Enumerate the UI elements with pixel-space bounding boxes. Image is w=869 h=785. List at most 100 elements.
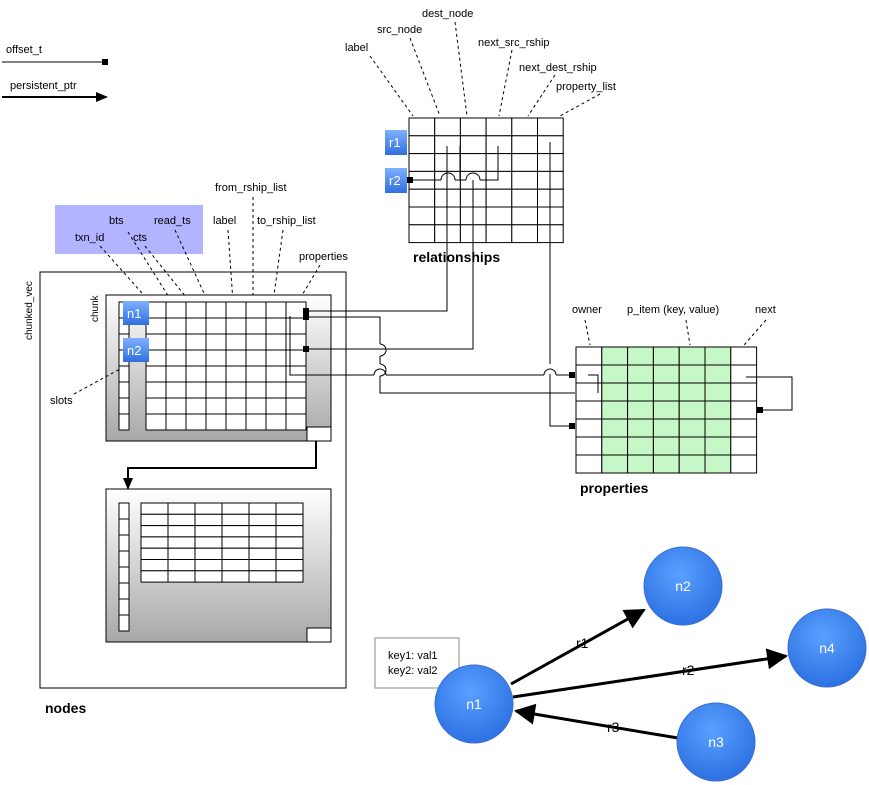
chunked-vec-label: chunked_vec — [24, 281, 35, 340]
node-header-box — [55, 205, 203, 254]
chunk-1-grid-cell — [265, 317, 287, 335]
prop-grid-cell — [678, 454, 706, 474]
prop-grid-cell — [678, 382, 706, 402]
prop-grid-cell — [730, 346, 758, 366]
chunk-1-grid — [145, 301, 307, 431]
rel-grid-cell — [511, 170, 538, 190]
chunk-1-grid-cell — [165, 349, 187, 367]
chunk-1-grid-cell — [145, 397, 167, 415]
chunk-1-grid-cell — [245, 365, 267, 383]
node-field-leaders — [99, 197, 321, 303]
node-header-cts: cts — [133, 232, 148, 244]
chunk-1-grid-cell — [285, 381, 307, 399]
graph-node-n3 — [676, 702, 756, 782]
prop-grid-cell — [601, 400, 629, 420]
edge-label-r1: r1 — [576, 635, 589, 651]
node-field-to_rship_list: to_rship_list — [257, 215, 316, 227]
rel-grid-cell — [434, 206, 461, 226]
node-field-from_rship_list: from_rship_list — [215, 182, 287, 194]
chunk-1-grid-cell — [165, 381, 187, 399]
prop-grid-cell — [704, 418, 732, 438]
rel-grid-cell — [511, 206, 538, 226]
rel-src-to-node — [308, 146, 448, 312]
chunk-2-grid-cell — [194, 559, 223, 572]
chunk-2-grid-cell — [275, 502, 304, 515]
chunk-2-grid-cell — [221, 502, 250, 515]
chunk-2-grid-cell — [167, 502, 196, 515]
chunk-1-grid-cell — [285, 349, 307, 367]
chunk-1-grid-cell — [265, 333, 287, 351]
chunk-1-grid-cell — [205, 365, 227, 383]
chunk-1-grid-cell — [265, 301, 287, 319]
rel-grid-cell — [511, 117, 538, 137]
chunk-2-grid-cell — [167, 513, 196, 527]
chunk-2-grid-cell — [194, 525, 223, 538]
chunk-1-grid-cell — [245, 413, 267, 431]
chunk-1-grid-cell — [265, 349, 287, 367]
chunk-2-slot — [118, 518, 130, 536]
chunk-2-grid-cell — [221, 559, 250, 572]
chunk-1-grid-cell — [185, 381, 207, 399]
rel-grid-cell — [537, 117, 564, 137]
chunk-1-grid-cell — [205, 349, 227, 367]
node-field-properties: properties — [299, 251, 348, 263]
chunk-1-grid-cell — [245, 301, 267, 319]
chunk-2-grid-cell — [248, 559, 277, 572]
chunk-1-grid-cell — [185, 333, 207, 351]
chunk-1-grid-cell — [245, 333, 267, 351]
rel-grid-cell — [459, 135, 487, 155]
chunk-2-grid-cell — [248, 536, 277, 549]
graph-node-label-n4: n4 — [819, 640, 835, 656]
rel-dest-to-node — [306, 180, 474, 350]
chunk-1-slot — [118, 413, 130, 431]
relationship-field-leaders — [369, 21, 601, 117]
chunk-1-grid-cell — [245, 317, 267, 335]
rel-leader-1 — [409, 37, 441, 117]
chunk-2-grid-cell — [194, 513, 223, 527]
chunk-1-grid-cell — [165, 317, 187, 335]
prop-grid-cell — [678, 418, 706, 438]
prop-grid-cell — [730, 418, 758, 438]
chunk-1-grid-cell — [225, 301, 247, 319]
chunk-2-grid-cell — [194, 547, 223, 561]
chunk-1-grid-cell — [185, 397, 207, 415]
rel-grid-cell — [434, 224, 461, 244]
relationships-table: labelsrc_nodedest_nodenext_src_rshipnext… — [345, 8, 616, 265]
prop-leader-owner — [584, 319, 591, 346]
prop-grid-cell — [704, 400, 732, 420]
rel-grid-cell — [511, 135, 538, 155]
chunk-2-grid-cell — [140, 525, 169, 538]
node-tag-label-n1: n1 — [127, 306, 141, 321]
prop-owner-inner — [588, 374, 599, 393]
chunk-1-grid-cell — [145, 365, 167, 383]
rel-grid-cell — [459, 153, 487, 172]
rel-grid-cell — [408, 135, 436, 155]
chunk-2-grid-cell — [221, 513, 250, 527]
nodes-title: nodes — [45, 700, 86, 716]
node-props-link — [289, 316, 374, 376]
relationships-title: relationships — [413, 249, 500, 265]
prop-grid-cell — [652, 400, 680, 420]
node-leader-2 — [144, 245, 191, 303]
node-n1-from-anchor — [303, 308, 309, 314]
prop-grid-cell — [627, 436, 654, 456]
chunk-next-arrowhead — [123, 478, 133, 490]
rel-field-next_dest_rship: next_dest_rship — [519, 62, 597, 74]
slots-label: slots — [50, 395, 73, 407]
chunk-2-grid-cell — [167, 559, 196, 572]
rel-grid-cell — [434, 117, 461, 137]
prop-field-2: next — [755, 304, 776, 316]
chunk-1-grid-cell — [185, 349, 207, 367]
chunk-1-slot — [118, 381, 130, 399]
chunk-2-grid — [140, 502, 304, 583]
rel-leader-5 — [559, 93, 601, 117]
chunk-2-grid-cell — [275, 513, 304, 527]
chunk-1-grid-cell — [265, 365, 287, 383]
chunk-1-slot — [118, 365, 130, 383]
chunk-1-grid-cell — [245, 349, 267, 367]
prop-grid-cell — [627, 454, 654, 474]
chunk-2-grid-cell — [275, 536, 304, 549]
rel-field-property_list: property_list — [556, 81, 616, 93]
